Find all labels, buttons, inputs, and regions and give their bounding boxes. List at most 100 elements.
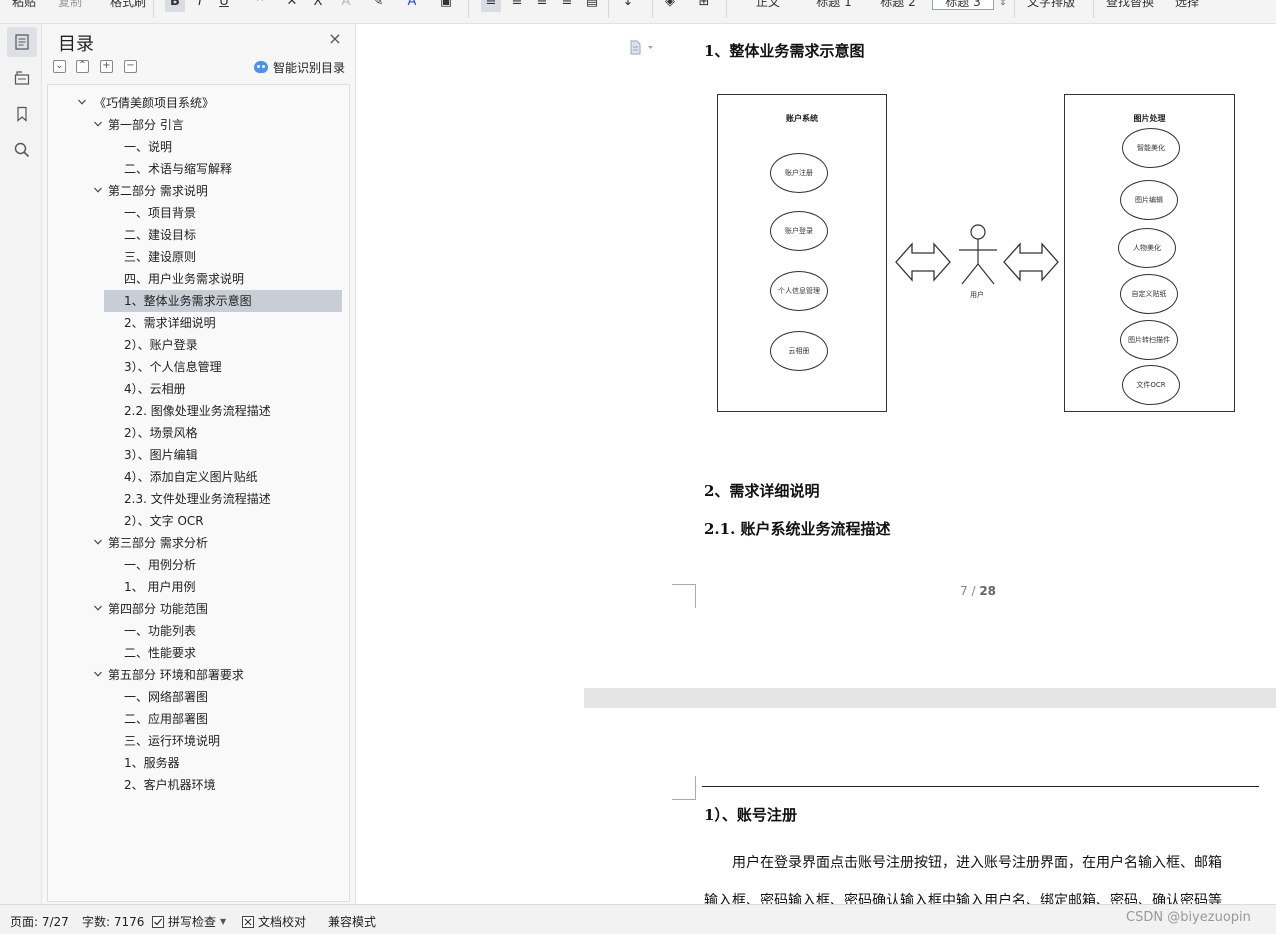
heading-overall-diagram: 1、整体业务需求示意图 (704, 42, 865, 60)
toc-item-label: 三、运行环境说明 (124, 734, 221, 748)
justify-icon[interactable]: ≡ (561, 0, 573, 9)
format-painter-button[interactable]: 格式刷 (110, 0, 147, 9)
toc-item[interactable]: 2、需求详细说明 (48, 312, 342, 334)
align-center-icon[interactable]: ≡ (511, 0, 523, 9)
navigation-icon-strip (0, 24, 42, 904)
toc-item[interactable]: 2）、账户登录 (48, 334, 342, 356)
bold-icon[interactable]: B (165, 0, 185, 12)
proofread-button[interactable]: 文档校对 (242, 913, 306, 930)
clear-format-icon[interactable]: ✕ (286, 0, 298, 9)
underline-icon[interactable]: U (219, 0, 229, 9)
toc-item[interactable]: 第一部分 引言 (48, 114, 342, 136)
font-color-icon[interactable]: A (407, 0, 417, 9)
chevron-down-icon[interactable] (93, 185, 103, 195)
usecase-ellipse: 图片转扫描件 (1120, 320, 1178, 360)
toc-title: 目录 (58, 34, 94, 55)
chevron-down-icon[interactable] (93, 603, 103, 613)
usecase-ellipse: 账户登录 (770, 211, 828, 251)
style-heading-3[interactable]: 标题 3 (932, 0, 994, 10)
strikethrough-icon[interactable]: ᴬ (257, 0, 263, 9)
toc-item[interactable]: 一、说明 (48, 136, 342, 158)
smart-toc-button[interactable]: 智能识别目录 (254, 59, 345, 75)
toc-item[interactable]: 第五部分 环境和部署要求 (48, 664, 342, 686)
body-paragraph-line: 用户在登录界面点击账号注册按钮，进入账号注册界面，在用户名输入框、邮箱 (732, 855, 1222, 871)
checkbox-icon (152, 915, 164, 928)
chevron-down-icon[interactable] (77, 97, 87, 107)
toc-panel-icon[interactable] (7, 27, 37, 57)
highlight-icon[interactable]: ✎ (372, 0, 384, 9)
word-count[interactable]: 字数: 7176 (82, 915, 145, 929)
toc-item-label: 1、服务器 (124, 756, 180, 770)
chapter-nav-icon[interactable] (7, 63, 37, 93)
toc-item-label: 2.2. 图像处理业务流程描述 (124, 404, 271, 418)
toc-item[interactable]: 4）、云相册 (48, 378, 342, 400)
toc-item[interactable]: 2.2. 图像处理业务流程描述 (48, 400, 342, 422)
toc-item-label: 一、用例分析 (124, 558, 197, 572)
toc-item[interactable]: 1、整体业务需求示意图 (104, 290, 342, 312)
search-icon[interactable] (7, 135, 37, 165)
toc-item[interactable]: 2）、文字 OCR (48, 510, 342, 532)
toc-item[interactable]: 2、客户机器环境 (48, 774, 342, 796)
line-spacing-icon[interactable]: ↕ (622, 0, 634, 9)
toc-item[interactable]: 第二部分 需求说明 (48, 180, 342, 202)
copy-button[interactable]: 复制 (58, 0, 83, 9)
paste-button[interactable]: 粘贴 (12, 0, 37, 9)
char-border-icon[interactable]: ▣ (439, 0, 453, 9)
toc-item-label: 一、项目背景 (124, 206, 197, 220)
toc-item[interactable]: 《巧倩美颜项目系统》 (48, 92, 342, 114)
toc-item[interactable]: 三、建设原则 (48, 246, 342, 268)
toc-item[interactable]: 一、功能列表 (48, 620, 342, 642)
find-replace-button[interactable]: 查找替换 (1106, 0, 1155, 9)
style-heading-2[interactable]: 标题 2 (880, 0, 916, 9)
bookmark-icon[interactable] (7, 99, 37, 129)
select-button[interactable]: 选择 (1175, 0, 1200, 9)
add-level-icon[interactable]: + (100, 60, 113, 73)
align-left-icon[interactable]: ≡ (481, 0, 501, 12)
toc-item[interactable]: 三、运行环境说明 (48, 730, 342, 752)
subscript-icon[interactable]: X (313, 0, 323, 9)
toc-item[interactable]: 一、项目背景 (48, 202, 342, 224)
chevron-down-icon[interactable] (93, 669, 103, 679)
italic-icon[interactable]: I (198, 0, 202, 9)
collapse-all-icon[interactable]: ⌄ (53, 60, 66, 73)
paragraph-options-icon[interactable] (630, 40, 658, 56)
toc-item[interactable]: 1、 用户用例 (48, 576, 342, 598)
style-heading-1[interactable]: 标题 1 (816, 0, 852, 9)
text-layout-button[interactable]: 文字排版 (1027, 0, 1076, 9)
toc-item[interactable]: 2.3. 文件处理业务流程描述 (48, 488, 342, 510)
usecase-ellipse: 自定义贴纸 (1120, 274, 1178, 314)
expand-up-icon[interactable]: ⌃ (76, 60, 89, 73)
distributed-align-icon[interactable]: ▤ (585, 0, 599, 9)
toc-item[interactable]: 第四部分 功能范围 (48, 598, 342, 620)
toc-item[interactable]: 2）、场景风格 (48, 422, 342, 444)
page-indicator[interactable]: 页面: 7/27 (10, 915, 69, 929)
toc-item-label: 二、术语与缩写解释 (124, 162, 233, 176)
styles-scroll-icon[interactable]: ⇕ (999, 0, 1007, 8)
text-effect-icon[interactable]: A (341, 0, 351, 9)
csdn-watermark: CSDN @biyezuopin (1126, 910, 1251, 925)
toc-item[interactable]: 4）、添加自定义图片贴纸 (48, 466, 342, 488)
toc-item[interactable]: 一、网络部署图 (48, 686, 342, 708)
border-icon[interactable]: ⊞ (698, 0, 710, 9)
spell-check-button[interactable]: 拼写检查 ▼ (152, 913, 226, 930)
toc-item[interactable]: 3）、个人信息管理 (48, 356, 342, 378)
toc-item[interactable]: 3）、图片编辑 (48, 444, 342, 466)
toc-item[interactable]: 四、用户业务需求说明 (48, 268, 342, 290)
toc-item[interactable]: 二、建设目标 (48, 224, 342, 246)
toc-item[interactable]: 二、术语与缩写解释 (48, 158, 342, 180)
toc-item[interactable]: 二、应用部署图 (48, 708, 342, 730)
toc-item[interactable]: 二、性能要求 (48, 642, 342, 664)
header-rule (702, 786, 1259, 787)
shading-icon[interactable]: ◈ (665, 0, 675, 9)
style-normal[interactable]: 正文 (755, 0, 780, 9)
page-total: 28 (979, 584, 997, 598)
chevron-down-icon[interactable] (93, 119, 103, 129)
align-right-icon[interactable]: ≡ (536, 0, 548, 9)
remove-level-icon[interactable]: − (124, 60, 137, 73)
toolbar-divider (153, 0, 154, 18)
toc-item[interactable]: 第三部分 需求分析 (48, 532, 342, 554)
toc-item[interactable]: 一、用例分析 (48, 554, 342, 576)
close-icon[interactable]: × (328, 29, 342, 48)
toc-item[interactable]: 1、服务器 (48, 752, 342, 774)
chevron-down-icon[interactable] (93, 537, 103, 547)
